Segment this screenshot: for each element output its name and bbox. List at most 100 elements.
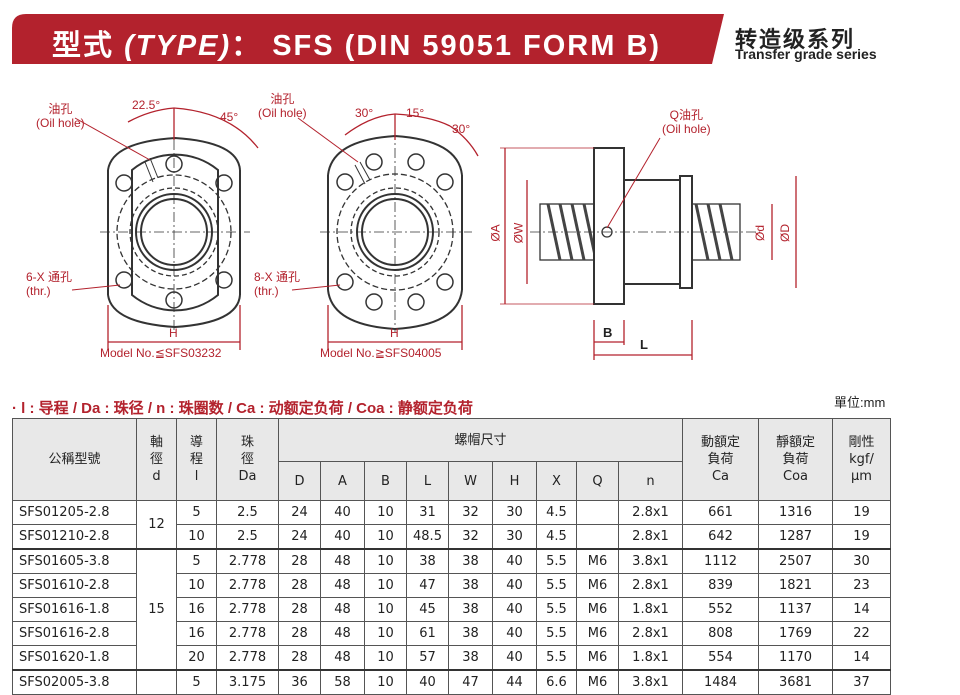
cell-k: 14 xyxy=(832,645,891,671)
cell-X: 5.5 xyxy=(536,548,577,574)
cell-shaft-group: 12 xyxy=(136,500,177,550)
header-model: 公稱型號 xyxy=(12,418,137,501)
cell-coa: 1137 xyxy=(758,597,833,622)
cell-lead: 20 xyxy=(176,645,217,671)
cell-lead: 5 xyxy=(176,500,217,525)
cell-X: 5.5 xyxy=(536,597,577,622)
title-model: SFS (DIN 59051 FORM B) xyxy=(272,30,662,62)
cell-n: 1.8x1 xyxy=(618,597,683,622)
side-view xyxy=(500,137,797,360)
cell-da: 2.778 xyxy=(216,597,279,622)
cell-model: SFS01210-2.8 xyxy=(12,524,137,550)
cell-L: 47 xyxy=(406,573,449,598)
cell-lead: 16 xyxy=(176,597,217,622)
header-col-a: A xyxy=(320,461,365,501)
cell-Q: M6 xyxy=(576,621,619,646)
holes-label-1: 6-X 通孔(thr.) xyxy=(26,270,73,298)
cell-ca: 661 xyxy=(682,500,759,525)
cell-D: 24 xyxy=(278,524,321,550)
header-nut-size: 螺帽尺寸 xyxy=(278,418,683,462)
cell-L: 40 xyxy=(406,669,449,695)
cell-Q: M6 xyxy=(576,548,619,574)
cell-L: 31 xyxy=(406,500,449,525)
header-col-w: W xyxy=(448,461,493,501)
dim-bigd-label: ØD xyxy=(778,224,792,242)
title-banner: 型式 (TYPE)： SFS (DIN 59051 FORM B) xyxy=(12,14,724,64)
cell-coa: 1769 xyxy=(758,621,833,646)
header-col-h: H xyxy=(492,461,537,501)
header-col-l: L xyxy=(406,461,449,501)
oil-hole-label-2: 油孔(Oil hole) xyxy=(258,92,307,120)
cell-model: SFS01616-2.8 xyxy=(12,621,137,646)
cell-L: 61 xyxy=(406,621,449,646)
cell-ca: 839 xyxy=(682,573,759,598)
cell-model: SFS01620-1.8 xyxy=(12,645,137,671)
cell-W: 32 xyxy=(448,524,493,550)
cell-da: 2.5 xyxy=(216,500,279,525)
mounting-holes-8 xyxy=(336,153,454,311)
drawings-svg xyxy=(71,107,797,360)
cell-D: 36 xyxy=(278,669,321,695)
model-note-1: Model No.≦SFS03232 xyxy=(100,346,222,360)
cell-H: 40 xyxy=(492,645,537,671)
cell-coa: 1821 xyxy=(758,573,833,598)
cell-model: SFS01610-2.8 xyxy=(12,573,137,598)
cell-H: 40 xyxy=(492,597,537,622)
cell-H: 44 xyxy=(492,669,537,695)
cell-D: 28 xyxy=(278,621,321,646)
cell-model: SFS01616-1.8 xyxy=(12,597,137,622)
cell-da: 2.778 xyxy=(216,548,279,574)
cell-B: 10 xyxy=(364,524,407,550)
cell-n: 2.8x1 xyxy=(618,500,683,525)
cell-L: 48.5 xyxy=(406,524,449,550)
cell-W: 38 xyxy=(448,548,493,574)
angle-label-1b: 45° xyxy=(220,110,239,124)
cell-W: 38 xyxy=(448,573,493,598)
cell-A: 58 xyxy=(320,669,365,695)
cell-n: 1.8x1 xyxy=(618,645,683,671)
dim-l-label: L xyxy=(640,337,648,352)
technical-drawings: 油孔(Oil hole) 22.5° 45° 6-X 通孔(thr.) H Mo… xyxy=(0,80,960,380)
cell-n: 3.8x1 xyxy=(618,669,683,695)
dim-a-label: ØA xyxy=(488,224,503,242)
cell-Q: M6 xyxy=(576,573,619,598)
dim-b-label: B xyxy=(603,325,613,340)
cell-W: 38 xyxy=(448,621,493,646)
cell-da: 2.778 xyxy=(216,645,279,671)
title-prefix: 型式 xyxy=(52,30,115,62)
cell-H: 40 xyxy=(492,621,537,646)
cell-B: 10 xyxy=(364,548,407,574)
cell-model: SFS01605-3.8 xyxy=(12,548,137,574)
cell-Q xyxy=(576,524,619,550)
model-note-2: Model No.≧SFS04005 xyxy=(320,346,442,360)
cell-B: 10 xyxy=(364,597,407,622)
cell-A: 40 xyxy=(320,500,365,525)
cell-coa: 3681 xyxy=(758,669,833,695)
page-title: 型式 (TYPE)： SFS (DIN 59051 FORM B) xyxy=(52,22,661,64)
cell-ca: 808 xyxy=(682,621,759,646)
cell-L: 45 xyxy=(406,597,449,622)
cell-da: 2.778 xyxy=(216,573,279,598)
q-oil-hole-label: Q油孔(Oil hole) xyxy=(662,108,711,136)
cell-A: 40 xyxy=(320,524,365,550)
cell-B: 10 xyxy=(364,621,407,646)
oil-hole-label-1: 油孔(Oil hole) xyxy=(36,102,85,130)
cell-A: 48 xyxy=(320,597,365,622)
cell-X: 6.6 xyxy=(536,669,577,695)
cell-X: 5.5 xyxy=(536,645,577,671)
front-view-large xyxy=(291,113,479,350)
cell-ca: 552 xyxy=(682,597,759,622)
header-col-q: Q xyxy=(576,461,619,501)
cell-n: 2.8x1 xyxy=(618,524,683,550)
cell-L: 38 xyxy=(406,548,449,574)
angle-label-2b: 15° xyxy=(406,106,425,120)
cell-X: 5.5 xyxy=(536,573,577,598)
